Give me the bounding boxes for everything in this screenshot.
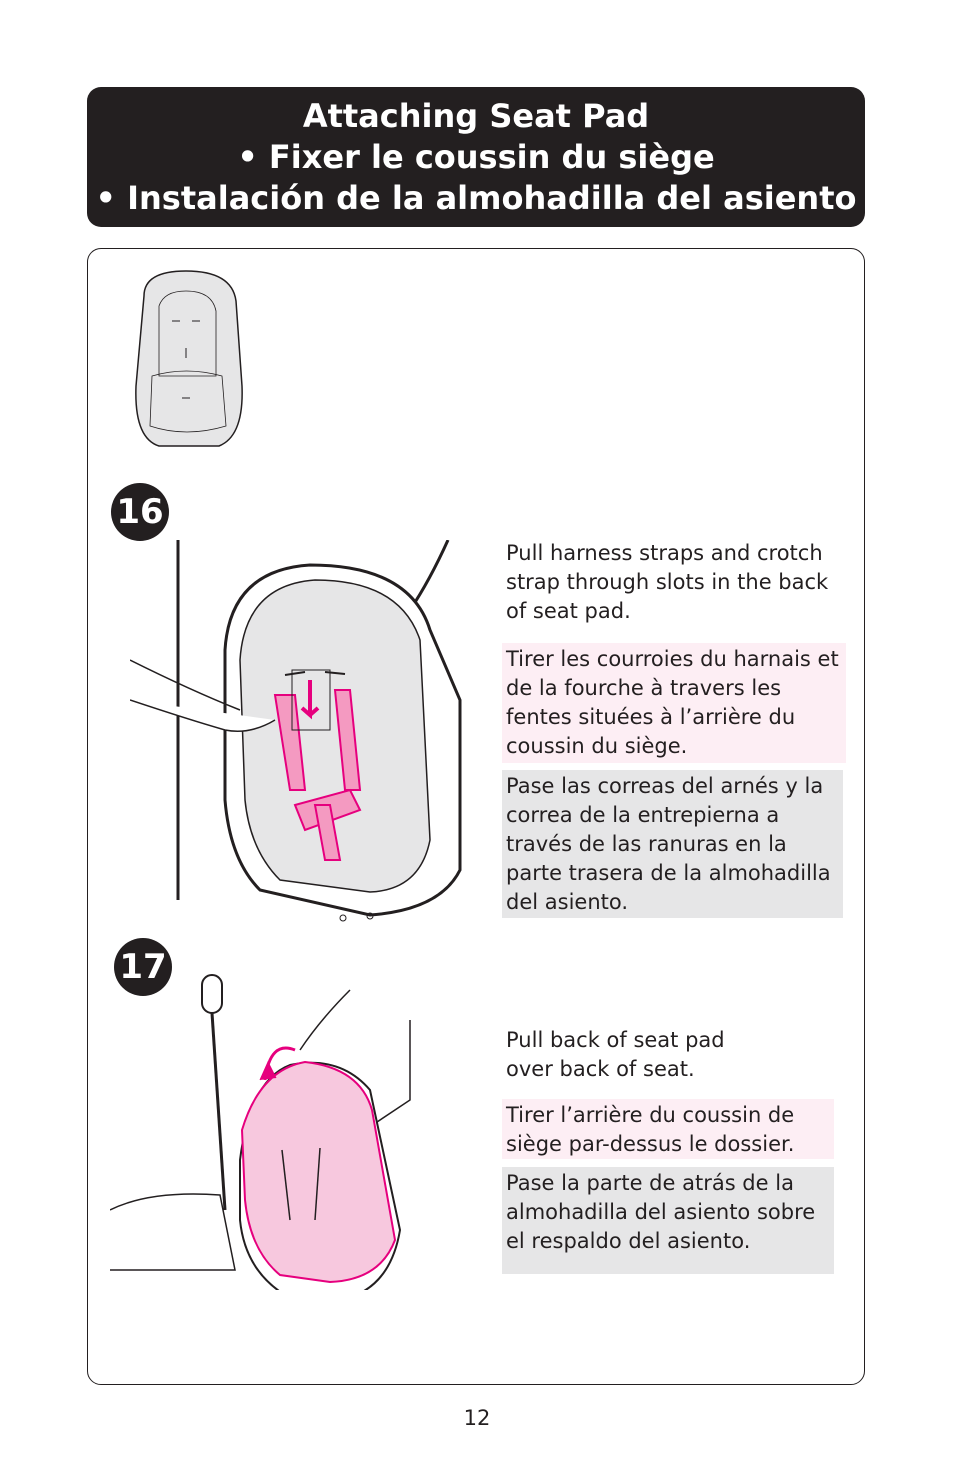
header-title-es: • Instalación de la almohadilla del asie…	[95, 178, 857, 217]
section-header: Attaching Seat Pad • Fixer le coussin du…	[87, 87, 865, 227]
step-17-fr-text: Tirer l’arrière du coussin de siège par-…	[502, 1099, 834, 1159]
instructions-panel	[87, 248, 865, 1385]
step-16-fr-text: Tirer les courroies du harnais et de la …	[502, 643, 846, 763]
seat-pad-illustration	[135, 270, 243, 447]
step-number: 17	[119, 947, 167, 987]
header-title-fr: • Fixer le coussin du siège	[237, 137, 715, 176]
step-17-es-text: Pase la parte de atrás de la almohadilla…	[502, 1167, 834, 1274]
header-title-en: Attaching Seat Pad	[302, 96, 650, 135]
step-17-badge: 17	[114, 938, 172, 996]
step-16-badge: 16	[111, 483, 169, 541]
step-16-en-text: Pull harness straps and crotch strap thr…	[506, 541, 829, 623]
step-17-en-text: Pull back of seat pad over back of seat.	[506, 1028, 725, 1081]
seat-pad-over-back-illustration	[110, 974, 411, 1290]
page-number: 12	[463, 1406, 491, 1430]
step-16-es-text: Pase las correas del arnés y la correa d…	[502, 770, 843, 918]
step-number: 16	[116, 492, 164, 532]
harness-straps-illustration	[130, 540, 462, 922]
